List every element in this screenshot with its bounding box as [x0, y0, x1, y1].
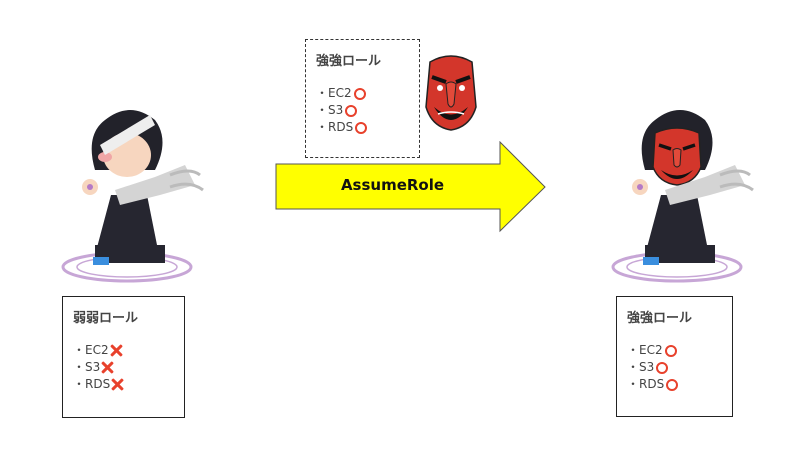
- cross-icon: [111, 378, 124, 391]
- tengu-mask-icon: [420, 52, 482, 132]
- cross-icon: [101, 361, 114, 374]
- role-box-assumed: 強強ロール ・EC2 ・S3 ・RDS: [305, 39, 420, 158]
- circle-icon: [353, 87, 366, 100]
- character-weak: [55, 95, 205, 285]
- role-title: 弱弱ロール: [73, 311, 139, 326]
- permission-ec2: ・EC2: [73, 342, 174, 359]
- permission-rds: ・RDS: [627, 376, 722, 393]
- permission-s3: ・S3: [627, 359, 722, 376]
- circle-icon: [354, 121, 368, 134]
- permission-rds: ・RDS: [316, 119, 409, 136]
- permission-rds: ・RDS: [73, 376, 174, 393]
- permission-ec2: ・EC2: [316, 85, 409, 102]
- cross-icon: [110, 344, 123, 357]
- character-strong: [605, 95, 755, 285]
- assume-role-arrow: AssumeRole: [275, 141, 547, 233]
- circle-icon: [655, 361, 669, 374]
- circle-icon: [664, 344, 677, 357]
- role-box-result: 強強ロール ・EC2 ・S3 ・RDS: [616, 296, 733, 417]
- permission-ec2: ・EC2: [627, 342, 722, 359]
- permission-s3: ・S3: [73, 359, 174, 376]
- arrow-label: AssumeRole: [340, 176, 445, 194]
- role-title: 強強ロール: [627, 311, 693, 326]
- permission-s3: ・S3: [316, 102, 409, 119]
- role-title: 強強ロール: [316, 54, 382, 69]
- circle-icon: [344, 104, 358, 117]
- role-box-weak: 弱弱ロール ・EC2 ・S3 ・RDS: [62, 296, 185, 418]
- circle-icon: [665, 378, 679, 391]
